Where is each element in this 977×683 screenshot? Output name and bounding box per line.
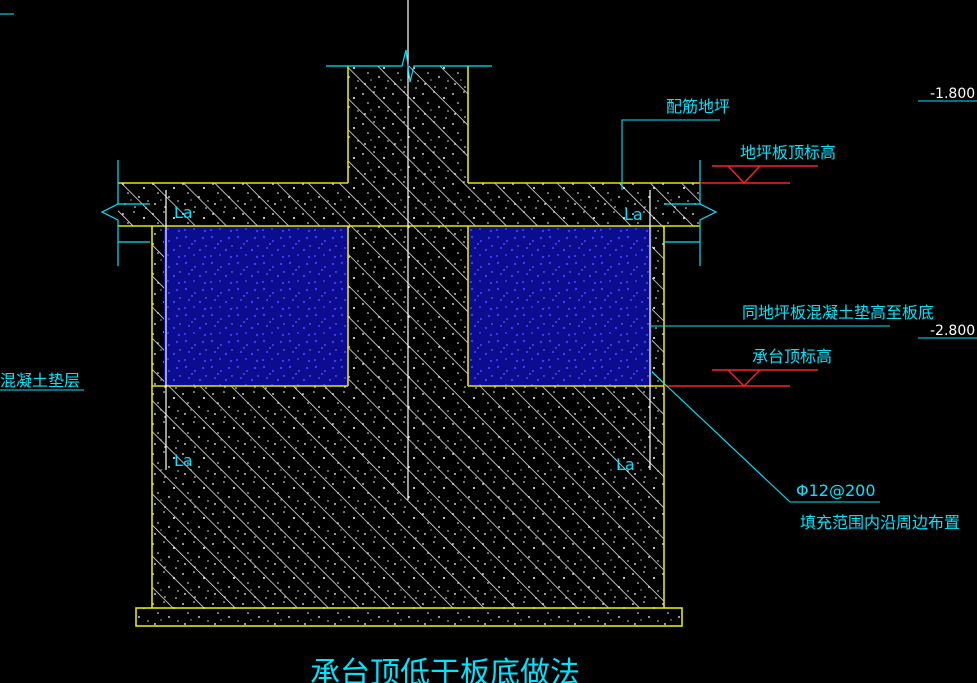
label-fill-concrete: 同地坪板混凝土垫高至板底 bbox=[742, 303, 934, 322]
section-outlines bbox=[118, 66, 700, 627]
label-cap-top-elevation: 承台顶标高 bbox=[752, 347, 832, 366]
text-labels: 配筋地坪 地坪板顶标高 同地坪板混凝土垫高至板底 承台顶标高 Φ12@200 填… bbox=[0, 86, 975, 683]
leader-lines bbox=[0, 13, 977, 503]
fill-concrete-regions bbox=[164, 226, 652, 386]
drawing-title: 承台顶低于板底做法 bbox=[310, 656, 580, 683]
label-anchorage-top-right: La bbox=[624, 205, 643, 224]
label-anchorage-top-left: La bbox=[174, 203, 193, 222]
label-slab-reinforcement: 配筋地坪 bbox=[666, 97, 730, 116]
label-cushion-partial: 混凝土垫层 bbox=[0, 371, 80, 390]
label-anchorage-bottom-right: La bbox=[616, 455, 635, 474]
label-rebar-note: 填充范围内沿周边布置 bbox=[800, 513, 960, 532]
label-anchorage-bottom-left: La bbox=[174, 451, 193, 470]
label-rebar-spec: Φ12@200 bbox=[796, 481, 876, 500]
break-lines bbox=[100, 49, 718, 266]
label-elevation-lower: -2.800 bbox=[930, 323, 975, 339]
rebar-lines bbox=[165, 0, 651, 500]
label-slab-top-elevation: 地坪板顶标高 bbox=[740, 143, 836, 162]
elevation-marks bbox=[664, 165, 818, 387]
label-elevation-upper: -1.800 bbox=[930, 86, 975, 102]
